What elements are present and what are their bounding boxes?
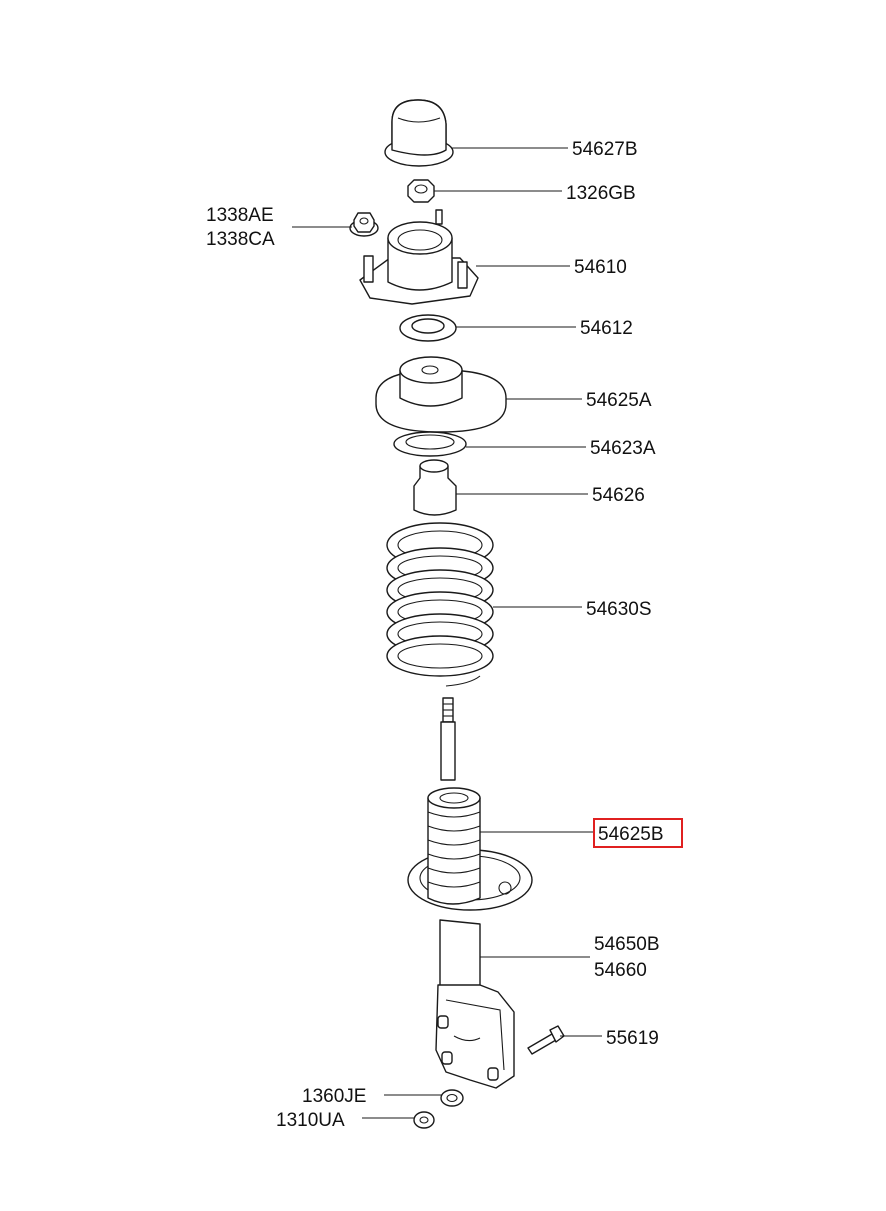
label-54623A[interactable]: 54623A — [590, 438, 656, 459]
spring-pad-54623A[interactable] — [393, 431, 467, 457]
flange-nut-1338AE[interactable] — [349, 212, 379, 237]
label-55619[interactable]: 55619 — [606, 1028, 659, 1049]
strut-mount-54610[interactable] — [359, 209, 479, 305]
highlight-box-54625B — [593, 818, 683, 848]
label-1360JE[interactable]: 1360JE — [302, 1086, 366, 1107]
shock-rod — [440, 697, 456, 781]
label-1338CA[interactable]: 1338CA — [206, 229, 275, 250]
nut-1310UA[interactable] — [413, 1111, 435, 1129]
bearing-54612[interactable] — [399, 314, 457, 342]
label-54650B[interactable]: 54650B — [594, 934, 660, 955]
strut-assembly-54650B[interactable] — [435, 919, 515, 1089]
upper-spring-seat-54625A[interactable] — [375, 356, 507, 433]
label-1338AE[interactable]: 1338AE — [206, 205, 274, 226]
label-54625A[interactable]: 54625A — [586, 390, 652, 411]
dust-cover-54625B[interactable] — [407, 787, 533, 911]
label-1326GB[interactable]: 1326GB — [566, 183, 636, 204]
label-54626[interactable]: 54626 — [592, 485, 645, 506]
label-54630S[interactable]: 54630S — [586, 599, 652, 620]
leader-lines — [292, 147, 602, 1119]
washer-1360JE[interactable] — [440, 1089, 464, 1107]
label-54660[interactable]: 54660 — [594, 960, 647, 981]
bump-stopper-54626[interactable] — [413, 459, 457, 516]
label-54610[interactable]: 54610 — [574, 257, 627, 278]
label-54612[interactable]: 54612 — [580, 318, 633, 339]
label-54625B[interactable]: 54625B — [598, 824, 664, 845]
coil-spring-54630S[interactable] — [386, 522, 494, 687]
nut-1326GB[interactable] — [407, 179, 435, 203]
label-54627B[interactable]: 54627B — [572, 139, 638, 160]
label-1310UA[interactable]: 1310UA — [276, 1110, 345, 1131]
dust-cap-54627B[interactable] — [384, 99, 454, 167]
bolt-55619[interactable] — [527, 1025, 565, 1055]
